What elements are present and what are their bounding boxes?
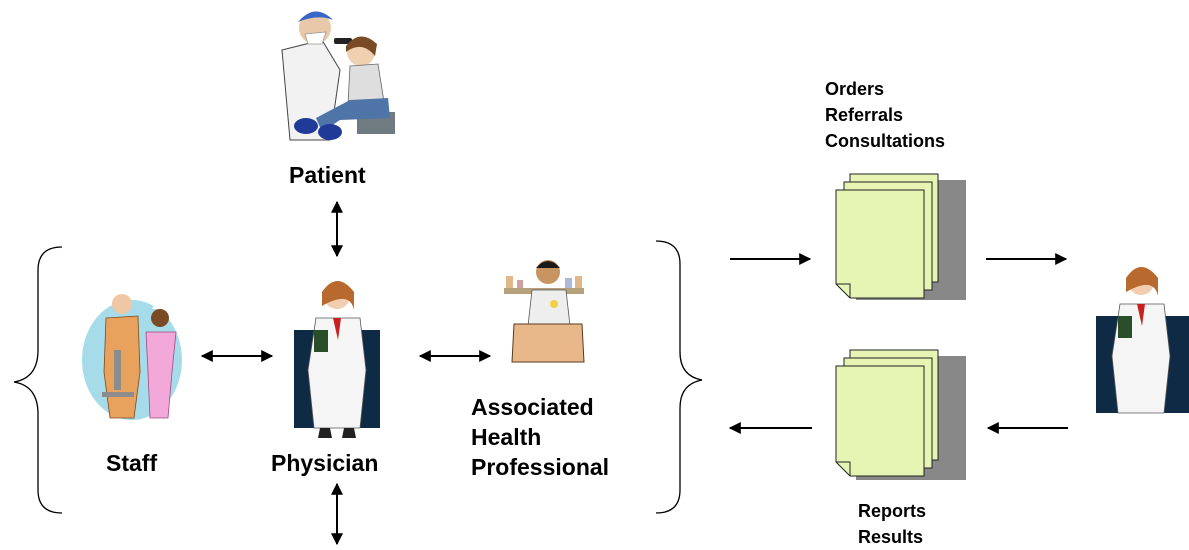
pharmacist-clipart <box>504 260 585 363</box>
doctor-child-clipart <box>281 11 395 141</box>
staff-label: Staff <box>106 450 158 476</box>
orders-document-stack <box>835 173 966 300</box>
incoming-documents-label: Reports Results <box>858 498 926 550</box>
staff-clipart <box>82 294 182 420</box>
left-brace <box>13 246 63 514</box>
reports-text: Reports <box>858 501 927 521</box>
referrals-text: Referrals <box>825 105 904 125</box>
ahp-line-3: Professional <box>471 454 610 480</box>
associated-health-professional-label: Associated Health Professional <box>471 392 609 482</box>
right-brace <box>655 240 703 514</box>
ahp-line-1: Associated <box>471 394 594 420</box>
orders-text: Orders <box>825 79 885 99</box>
physician-clipart <box>294 281 380 438</box>
results-text: Results <box>858 527 924 547</box>
outgoing-documents-label: Orders Referrals Consultations <box>825 76 945 154</box>
consultations-text: Consultations <box>825 131 945 151</box>
remote-physician-clipart <box>1096 267 1189 414</box>
patient-label: Patient <box>289 162 366 188</box>
reports-document-stack <box>835 349 966 480</box>
ahp-line-2: Health <box>471 424 542 450</box>
physician-label: Physician <box>271 450 379 476</box>
